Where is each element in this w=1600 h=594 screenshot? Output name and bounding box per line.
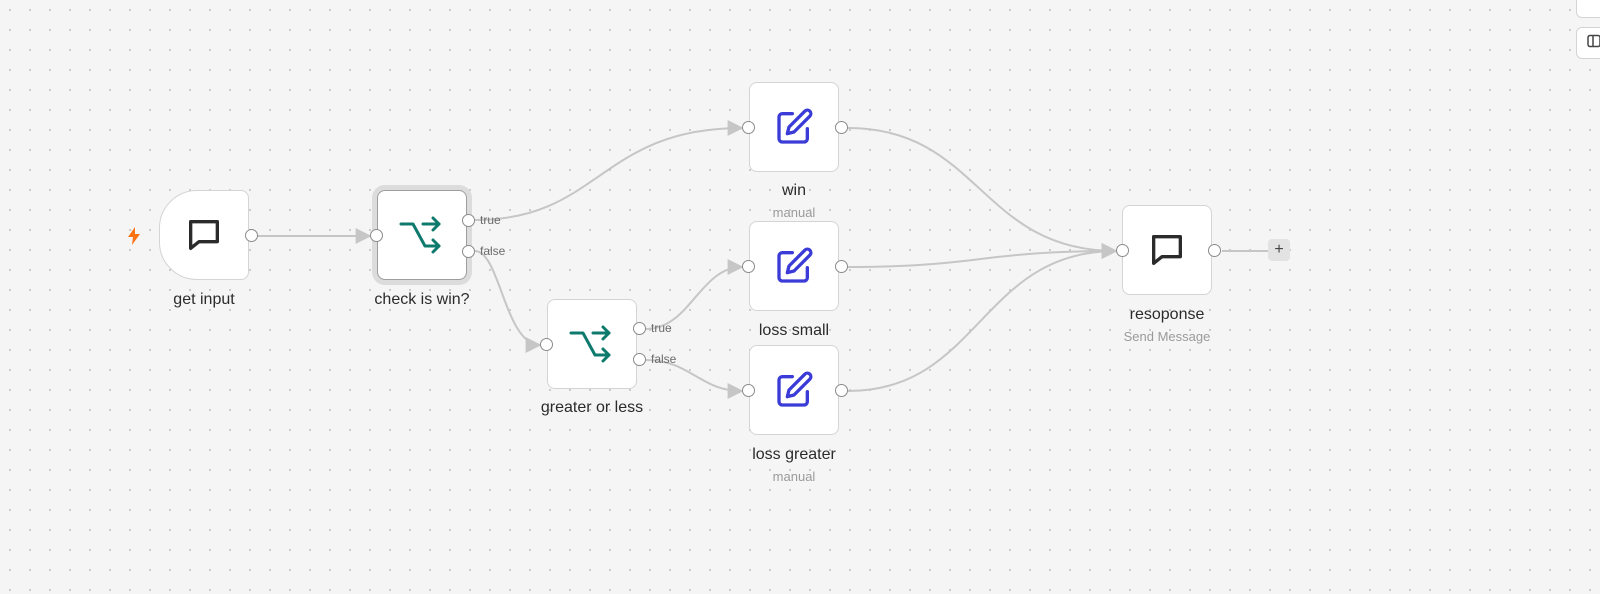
greater-less-true-label: true [651,321,672,335]
greater-less-false-label: false [651,352,677,366]
branch-icon [399,215,445,255]
loss-small-title: loss small [758,322,830,339]
greater-less-true-handle[interactable] [633,322,646,335]
edge-greater-less-true-to-loss-small[interactable] [645,259,744,330]
win-input-handle[interactable] [742,121,755,134]
check-win-true-label: true [480,213,501,227]
check-win-true-handle[interactable] [462,214,475,227]
check-win-input-handle[interactable] [370,229,383,242]
get-input-output-handle[interactable] [245,229,258,242]
loss-greater-input-handle[interactable] [742,384,755,397]
win-subtitle: manual [772,205,816,220]
loss-small-output-handle[interactable] [835,260,848,273]
node-win[interactable] [749,82,839,172]
node-loss-small[interactable] [749,221,839,311]
response-input-handle[interactable] [1116,244,1129,257]
response-output-handle[interactable] [1208,244,1221,257]
node-check-win[interactable] [377,190,467,280]
check-win-false-handle[interactable] [462,245,475,258]
branch-icon [569,324,615,364]
canvas-tool-button[interactable] [1576,0,1600,18]
edit-icon [774,246,814,286]
get-input-title: get input [173,291,235,308]
loss-greater-title: loss greater [752,446,836,463]
chat-icon [1147,230,1187,270]
panel-icon [1587,34,1600,53]
node-get-input[interactable] [159,190,249,280]
chat-icon [184,215,224,255]
panel-toggle-button[interactable] [1576,27,1600,59]
check-win-title: check is win? [374,291,470,308]
greater-less-false-handle[interactable] [633,353,646,366]
win-output-handle[interactable] [835,121,848,134]
node-loss-greater[interactable] [749,345,839,435]
loss-greater-subtitle: manual [772,469,816,484]
node-response[interactable] [1122,205,1212,295]
edit-icon [774,107,814,147]
greater-less-input-handle[interactable] [540,338,553,351]
edge-loss-small-to-response[interactable] [847,243,1118,268]
greater-less-title: greater or less [540,399,644,416]
response-title: resoponse [1129,306,1205,323]
lightning-icon [126,226,142,251]
loss-small-input-handle[interactable] [742,260,755,273]
win-title: win [781,182,806,199]
response-subtitle: Send Message [1123,329,1211,344]
node-greater-or-less[interactable] [547,299,637,389]
add-node-button[interactable]: + [1268,239,1290,261]
check-win-false-label: false [480,244,506,258]
edit-icon [774,370,814,410]
loss-greater-output-handle[interactable] [835,384,848,397]
